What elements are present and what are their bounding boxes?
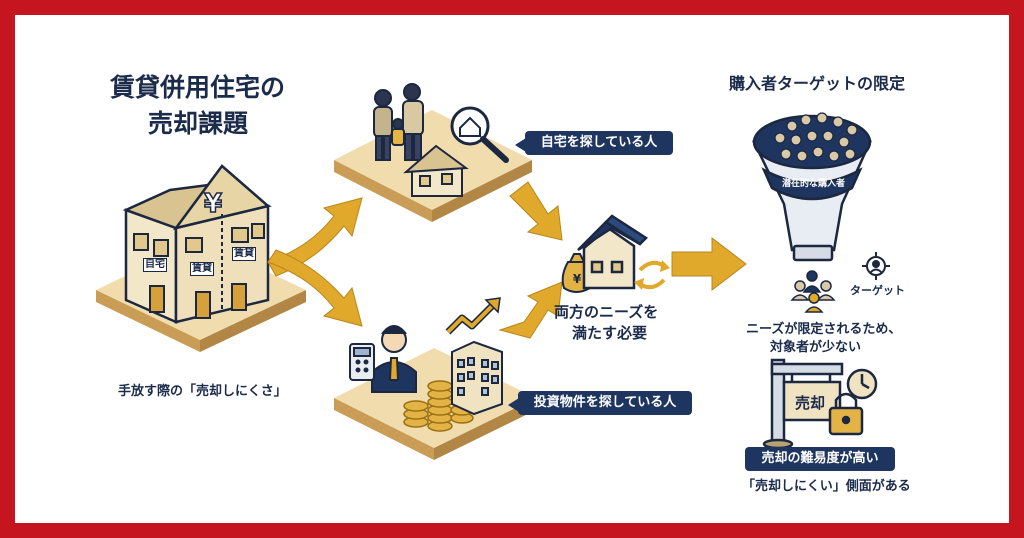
title-line-2: 売却課題 — [148, 109, 249, 138]
target-icon — [862, 252, 890, 280]
svg-text:¥: ¥ — [204, 189, 222, 219]
bottom-pill-tail — [508, 398, 519, 412]
family-icon — [373, 83, 424, 161]
target-people-icon — [790, 270, 836, 313]
growth-arrow-icon — [445, 297, 501, 335]
apartment-building-icon — [451, 340, 503, 416]
flow-arrows — [267, 181, 747, 339]
right-text-line-1: ニーズが限定されるため、 — [746, 322, 902, 337]
center-text-line-1: 両方のニーズを — [554, 303, 659, 321]
exchange-arrows-icon — [634, 260, 670, 290]
bottom-caption: 「売却しにくい」側面がある — [742, 479, 911, 494]
target-label: ターゲット — [850, 284, 905, 297]
small-house-icon — [403, 144, 469, 197]
padlock-icon — [828, 392, 864, 436]
house-label-chintai-right: 賃貸 — [232, 247, 256, 261]
svg-text:¥: ¥ — [573, 272, 582, 286]
potential-buyers-icons — [774, 112, 858, 162]
right-title: 購入者ターゲットの限定 — [729, 74, 906, 93]
title-line-1: 賃貸併用住宅の — [110, 73, 286, 102]
difficulty-pill: 売却の難易度が高い — [745, 447, 895, 471]
right-text-line-2: 対象者が少ない — [770, 340, 862, 355]
caption-left: 手放す際の「売却しにくさ」 — [118, 384, 287, 399]
funnel-label: 潜在的な購入者 — [782, 179, 846, 189]
calculator-icon — [349, 343, 375, 381]
businessman-icon — [371, 325, 417, 393]
top-pill-tail — [515, 138, 526, 152]
center-house-icon — [577, 214, 648, 290]
center-text-line-2: 満たす必要 — [572, 324, 648, 342]
clock-icon — [846, 368, 878, 400]
magnifier-icon — [450, 106, 509, 163]
bottom-pill: 投資物件を探している人 — [518, 391, 692, 415]
sign-label: 売却 — [795, 394, 826, 412]
rental-house-icon: ¥ — [122, 164, 272, 324]
house-label-chintai-left: 賃貸 — [190, 262, 214, 276]
for-sale-sign-icon — [762, 358, 844, 450]
top-pill: 自宅を探している人 — [525, 131, 673, 155]
coins-icon — [403, 380, 474, 432]
house-label-jitaku: 自宅 — [143, 258, 167, 272]
